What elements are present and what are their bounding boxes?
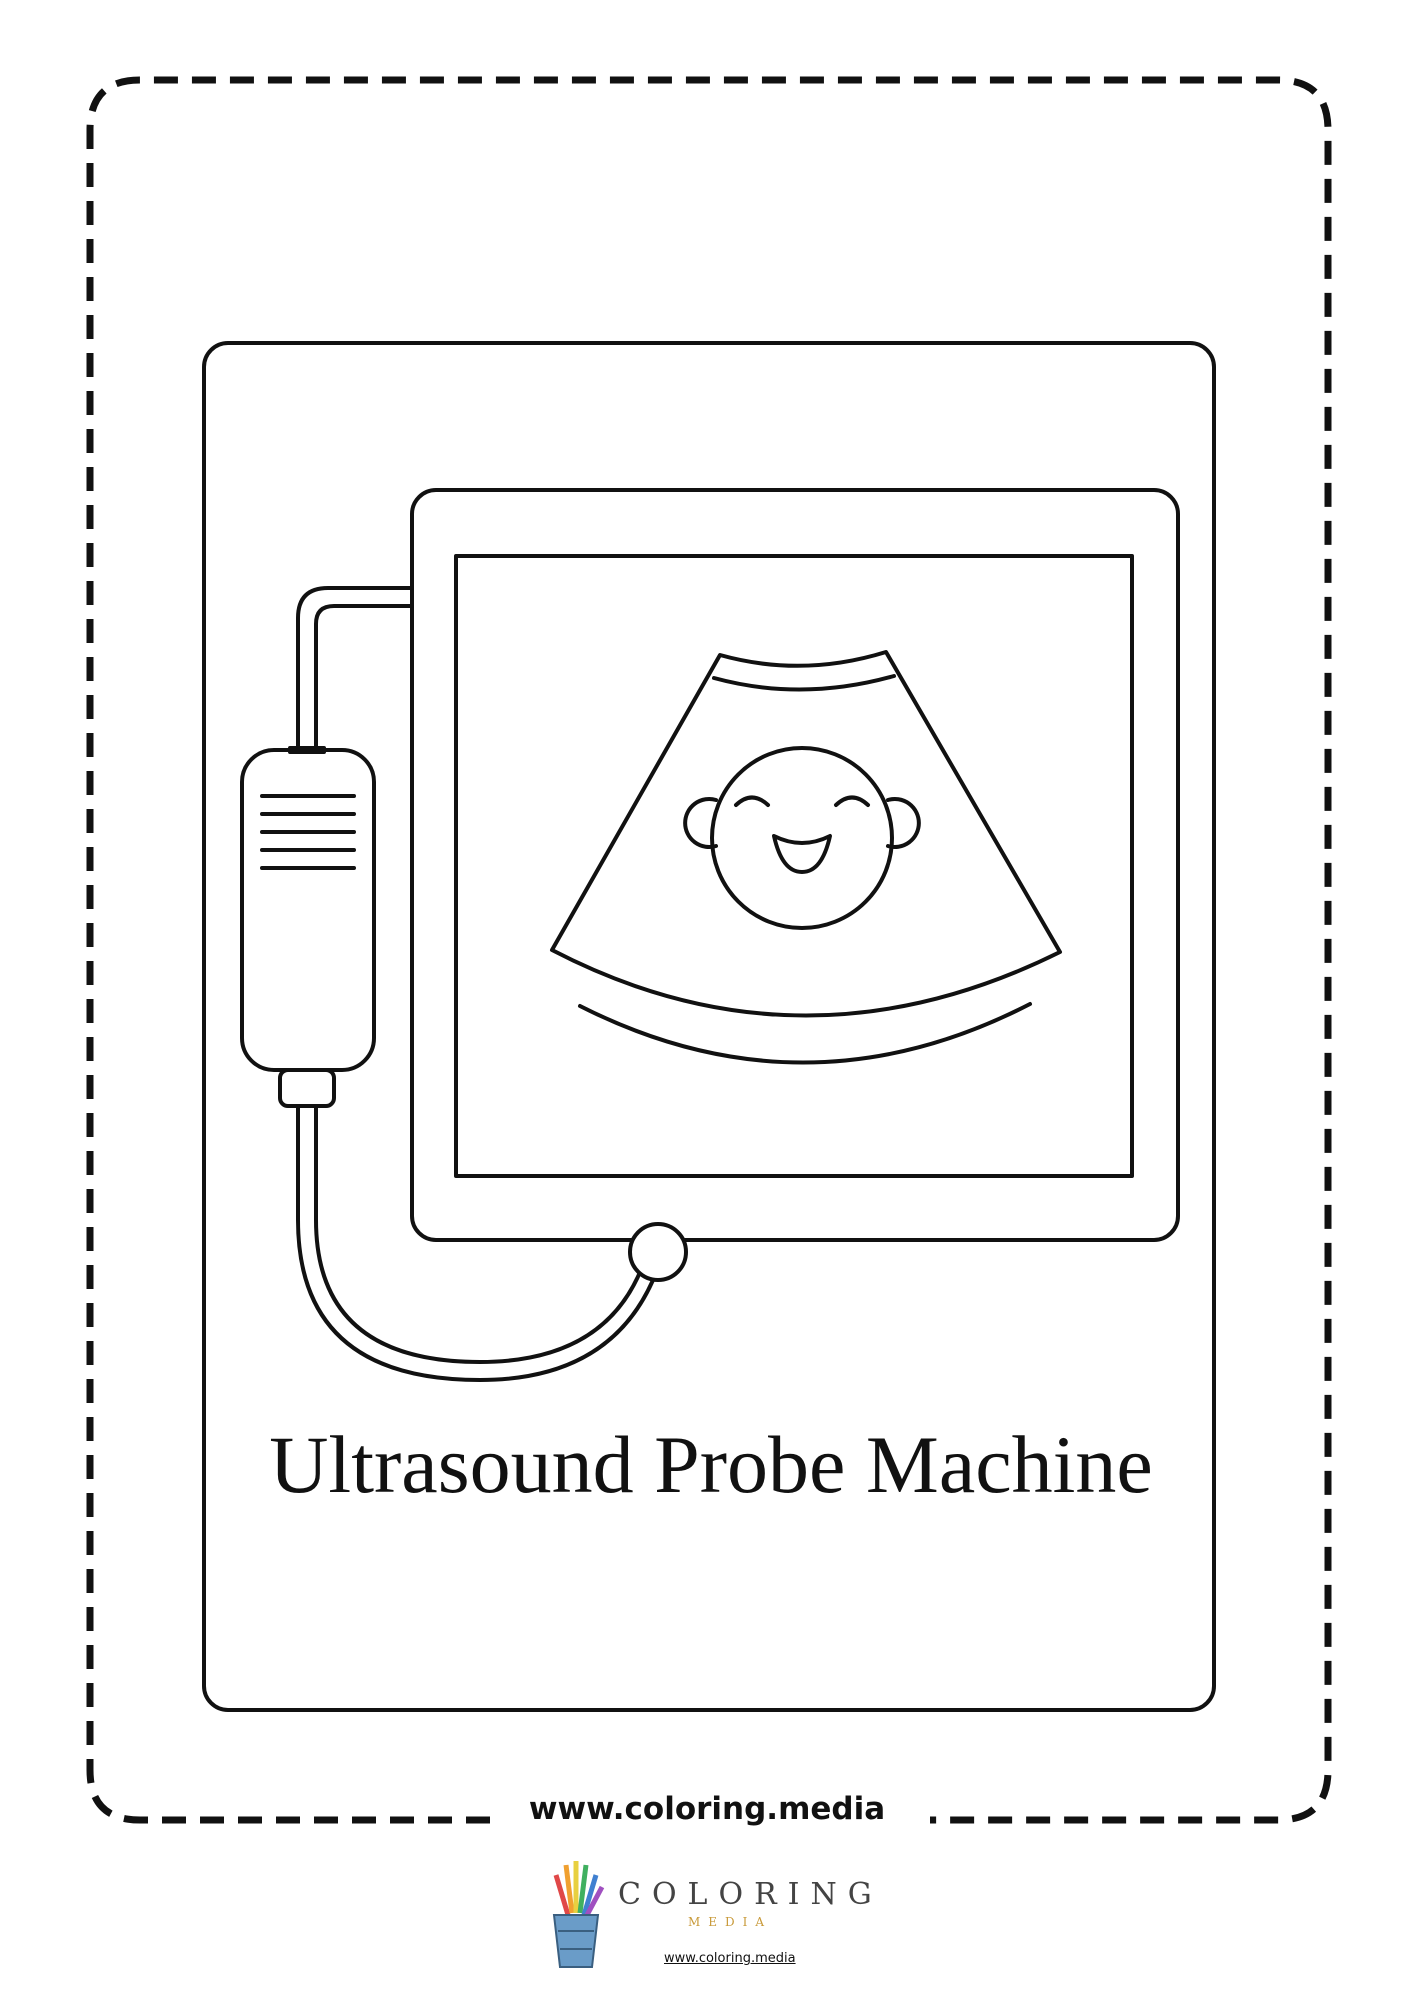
coloring-media-logo[interactable]: COLORING MEDIA www.coloring.media	[540, 1855, 880, 1975]
dashed-page-border	[86, 76, 1332, 1824]
pencil-cup-icon	[552, 1861, 605, 1968]
logo-subtitle: MEDIA	[688, 1915, 773, 1929]
ultrasound-machine-icon	[240, 488, 1180, 1382]
page-title: Ultrasound Probe Machine	[269, 1419, 1153, 1510]
ultrasound-probe-icon	[240, 746, 376, 1108]
logo-wordmark: COLORING	[618, 1877, 883, 1912]
footer-website-link[interactable]: www.coloring.media	[500, 1791, 914, 1827]
baby-face-icon	[683, 746, 921, 930]
logo-website-link[interactable]: www.coloring.media	[664, 1951, 796, 1966]
card-frame	[202, 341, 1216, 1712]
